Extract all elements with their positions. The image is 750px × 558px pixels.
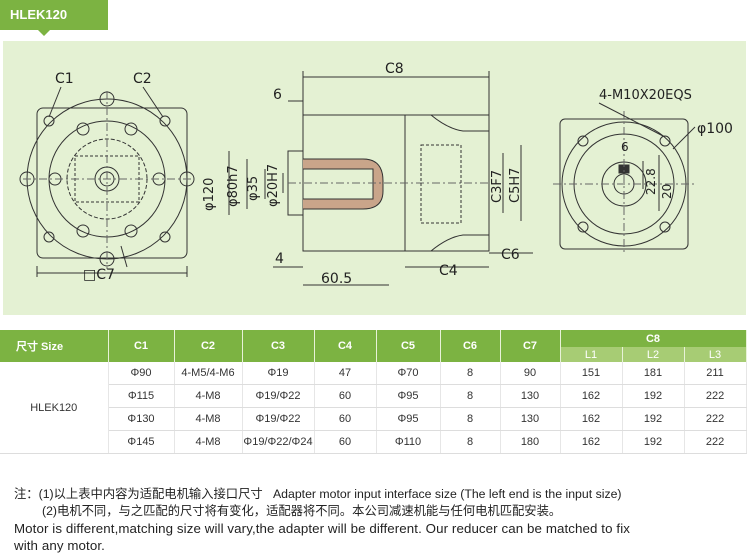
label-20: 20 bbox=[660, 184, 674, 199]
notes: 注：(1)以上表中内容为适配电机输入接口尺寸 Adapter motor inp… bbox=[14, 486, 744, 554]
label-c1: C1 bbox=[55, 71, 74, 87]
side-view bbox=[228, 71, 533, 286]
label-c4: C4 bbox=[439, 263, 458, 279]
table-cell: 151 bbox=[560, 362, 623, 385]
drawing-svg: C1 C2 □C7 C8 6 φ120 φ80h7 φ35 φ20H7 C3F7… bbox=[19, 61, 733, 287]
table-cell: 4-M8 bbox=[174, 407, 243, 431]
table-row: Φ145 4-M8 Φ19/Φ22/Φ24 60 Φ110 8 180 162 … bbox=[0, 430, 747, 454]
label-c5h7: C5H7 bbox=[508, 168, 523, 203]
table-cell: 130 bbox=[500, 407, 561, 431]
table-cell: 8 bbox=[440, 430, 501, 454]
label-four: 4 bbox=[275, 251, 284, 267]
label-60-5: 60.5 bbox=[321, 271, 352, 287]
technical-drawing: C1 C2 □C7 C8 6 φ120 φ80h7 φ35 φ20H7 C3F7… bbox=[3, 41, 746, 315]
table-cell: 4-M8 bbox=[174, 384, 243, 408]
header-size: 尺寸 Size bbox=[0, 330, 109, 362]
table-cell: Φ95 bbox=[376, 407, 441, 431]
table-cell: 162 bbox=[560, 430, 623, 454]
label-c7: □C7 bbox=[83, 267, 115, 283]
table-cell: Φ90 bbox=[108, 362, 175, 385]
table-row: HLEK120 Φ90 4-M5/4-M6 Φ19 47 Φ70 8 90 15… bbox=[0, 362, 747, 454]
table-cell: Φ19/Φ22 bbox=[242, 384, 315, 408]
table-cell: 130 bbox=[500, 384, 561, 408]
input-flange-view bbox=[19, 86, 195, 277]
table-cell: 60 bbox=[314, 384, 377, 408]
note-line-2: (2)电机不同，与之匹配的尺寸将有变化，适配器将不同。本公司减速机能与任何电机匹… bbox=[42, 504, 562, 518]
table-cell: 180 bbox=[500, 430, 561, 454]
table-cell: 90 bbox=[500, 362, 561, 385]
table-cell: 222 bbox=[684, 407, 747, 431]
product-tag: HLEK120 bbox=[0, 0, 108, 36]
table-row: Φ130 4-M8 Φ19/Φ22 60 Φ95 8 130 162 192 2… bbox=[0, 407, 747, 431]
note-line-3: Motor is different,matching size will va… bbox=[14, 521, 630, 536]
label-22-8: 22.8 bbox=[644, 168, 658, 195]
table-cell: 8 bbox=[440, 384, 501, 408]
output-flange-view bbox=[553, 102, 696, 255]
product-tag-label: HLEK120 bbox=[10, 7, 68, 22]
table-cell: Φ19/Φ22/Φ24 bbox=[242, 430, 315, 454]
header-c8: C8 bbox=[560, 330, 747, 347]
table-cell: Φ70 bbox=[376, 362, 441, 385]
table-cell: Φ95 bbox=[376, 384, 441, 408]
table-cell: Φ19 bbox=[242, 362, 315, 385]
label-c3f7: C3F7 bbox=[490, 170, 505, 203]
table-row: Φ115 4-M8 Φ19/Φ22 60 Φ95 8 130 162 192 2… bbox=[0, 384, 747, 408]
model-cell: HLEK120 bbox=[0, 362, 109, 454]
label-d100: φ100 bbox=[697, 121, 733, 137]
header-c2: C2 bbox=[174, 330, 243, 362]
label-c2: C2 bbox=[133, 71, 152, 87]
note-line-1: 注：(1)以上表中内容为适配电机输入接口尺寸 Adapter motor inp… bbox=[14, 486, 744, 503]
header-c7: C7 bbox=[500, 330, 561, 362]
table-cell: 4-M5/4-M6 bbox=[174, 362, 243, 385]
table-cell: 47 bbox=[314, 362, 377, 385]
label-c6: C6 bbox=[501, 247, 520, 263]
table-cell: 4-M8 bbox=[174, 430, 243, 454]
header-c4: C4 bbox=[314, 330, 377, 362]
table-cell: Φ110 bbox=[376, 430, 441, 454]
note-1-en: Adapter motor input interface size (The … bbox=[272, 487, 622, 501]
table-cell: 211 bbox=[684, 362, 747, 385]
table-cell: 162 bbox=[560, 384, 623, 408]
table-cell: Φ145 bbox=[108, 430, 175, 454]
label-d35: φ35 bbox=[246, 176, 261, 201]
header-l1: L1 bbox=[560, 347, 623, 362]
header-c6: C6 bbox=[440, 330, 501, 362]
header-c1: C1 bbox=[108, 330, 175, 362]
label-bolt: 4-M10X20EQS bbox=[599, 88, 692, 103]
spec-table: 尺寸 Size C1 C2 C3 C4 C5 C6 C7 C8 L1 L2 L3… bbox=[0, 330, 747, 454]
table-cell: Φ19/Φ22 bbox=[242, 407, 315, 431]
table-cell: Φ130 bbox=[108, 407, 175, 431]
header-c5: C5 bbox=[376, 330, 441, 362]
table-cell: 192 bbox=[622, 384, 685, 408]
table-cell: 60 bbox=[314, 407, 377, 431]
table-cell: 192 bbox=[622, 407, 685, 431]
table-cell: Φ115 bbox=[108, 384, 175, 408]
table-cell: 60 bbox=[314, 430, 377, 454]
table-cell: 8 bbox=[440, 362, 501, 385]
table-cell: 222 bbox=[684, 430, 747, 454]
note-line-4: with any motor. bbox=[14, 538, 105, 553]
header-l2: L2 bbox=[622, 347, 685, 362]
label-six-top: 6 bbox=[273, 87, 282, 103]
label-key6: 6 bbox=[621, 140, 629, 154]
note-1-cn: (1)以上表中内容为适配电机输入接口尺寸 bbox=[38, 487, 263, 501]
table-cell: 181 bbox=[622, 362, 685, 385]
header-l3: L3 bbox=[684, 347, 747, 362]
label-c8: C8 bbox=[385, 61, 404, 77]
label-d120: φ120 bbox=[202, 178, 217, 211]
table-cell: 162 bbox=[560, 407, 623, 431]
table-cell: 8 bbox=[440, 407, 501, 431]
table-cell: 222 bbox=[684, 384, 747, 408]
header-c3: C3 bbox=[242, 330, 315, 362]
label-d80h7: φ80h7 bbox=[226, 165, 241, 207]
table-cell: 192 bbox=[622, 430, 685, 454]
label-d20h7: φ20H7 bbox=[266, 164, 281, 207]
note-prefix: 注： bbox=[14, 487, 39, 501]
